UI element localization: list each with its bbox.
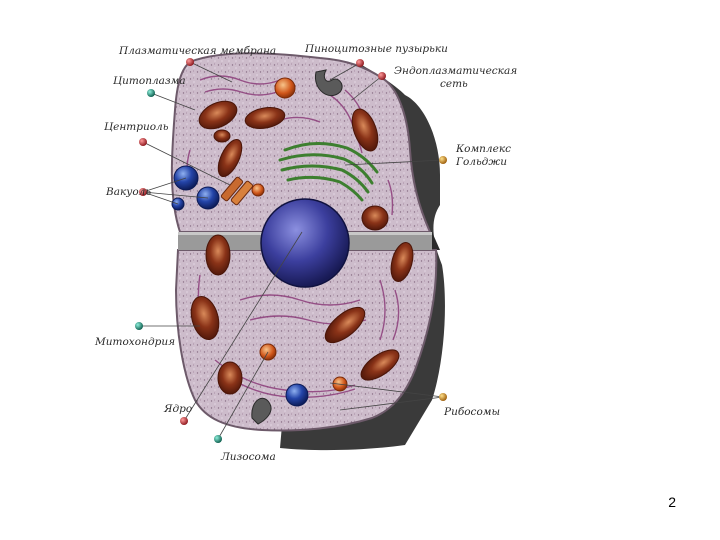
lysosome-organelle	[251, 183, 265, 197]
pin-ribosomes	[439, 393, 447, 401]
page-number: 2	[668, 494, 676, 510]
label-golgi-line2: Гольджи	[455, 156, 507, 168]
golgi-complex	[278, 141, 379, 202]
pin-vacuole	[139, 188, 147, 196]
vacuole-organelle	[285, 383, 309, 407]
label-golgi-line1: Комплекс	[455, 143, 511, 155]
centriole-organelle	[220, 176, 254, 206]
mitochondrion	[351, 108, 379, 152]
pin-er	[378, 72, 386, 80]
mitochondrion	[361, 205, 389, 231]
label-pins	[135, 58, 447, 443]
pin-nucleus	[180, 417, 188, 425]
nucleus-organelle	[260, 198, 350, 288]
mitochondrion	[190, 295, 220, 341]
label-nucleus: Ядро	[163, 403, 192, 415]
mitochondrion	[390, 242, 414, 282]
label-pinocytotic-vesicles: Пиноцитозные пузырьки	[304, 43, 448, 55]
lysosome-organelle	[274, 77, 296, 99]
mitochondrion	[198, 100, 238, 130]
mitochondria-group	[190, 100, 414, 395]
mitochondrion	[217, 138, 243, 178]
label-ribosomes: Рибосомы	[443, 406, 500, 418]
pin-cytoplasm	[147, 89, 155, 97]
label-plasma-membrane: Плазматическая мембрана	[118, 45, 276, 57]
label-mitochondria: Митохондрия	[94, 336, 175, 348]
pin-centriole	[139, 138, 147, 146]
mitochondrion	[217, 361, 243, 395]
label-cytoplasm: Цитоплазма	[113, 75, 186, 87]
mitochondrion	[205, 234, 231, 276]
mitochondrion	[213, 129, 231, 143]
mitochondrion	[360, 349, 400, 381]
pin-mitochondria	[135, 322, 143, 330]
label-lysosome: Лизосома	[220, 451, 276, 463]
pinocytotic-vesicle	[314, 69, 343, 97]
pinocytotic-vesicle	[251, 397, 272, 425]
leader-lines	[139, 61, 444, 440]
label-vacuole: Вакуоль	[105, 186, 151, 198]
label-er-line2: сеть	[440, 78, 468, 90]
mitochondrion	[324, 306, 366, 344]
label-centriole: Центриоль	[104, 121, 169, 133]
pin-plasma-membrane	[186, 58, 194, 66]
pin-pinocytotic	[356, 59, 364, 67]
mitochondrion	[244, 107, 286, 129]
pin-golgi	[439, 156, 447, 164]
label-er-line1: Эндоплазматическая	[394, 65, 517, 77]
pin-lysosome	[214, 435, 222, 443]
